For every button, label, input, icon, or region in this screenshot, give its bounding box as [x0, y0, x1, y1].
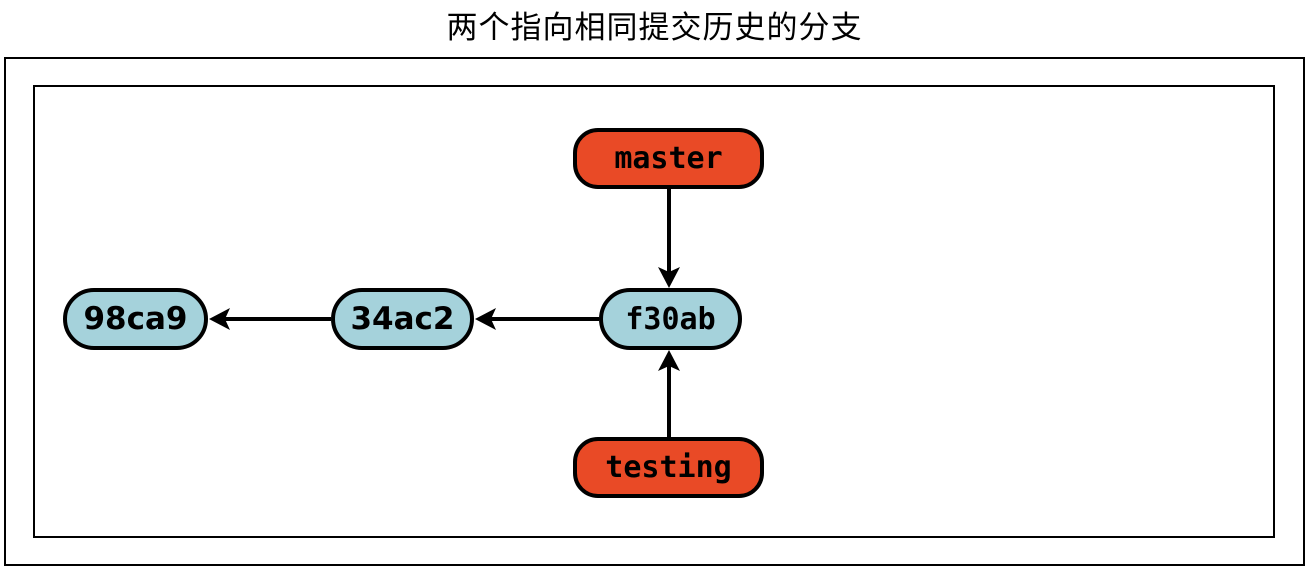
inner-frame — [33, 85, 1275, 538]
commit-node-34ac2: 34ac2 — [331, 288, 474, 350]
branch-label-master: master — [573, 128, 764, 189]
commit-node-f30ab: f30ab — [599, 288, 742, 350]
commit-node-98ca9: 98ca9 — [63, 288, 208, 350]
diagram-title: 两个指向相同提交历史的分支 — [446, 10, 863, 46]
outer-frame — [4, 57, 1305, 566]
branch-label-testing: testing — [573, 437, 764, 498]
